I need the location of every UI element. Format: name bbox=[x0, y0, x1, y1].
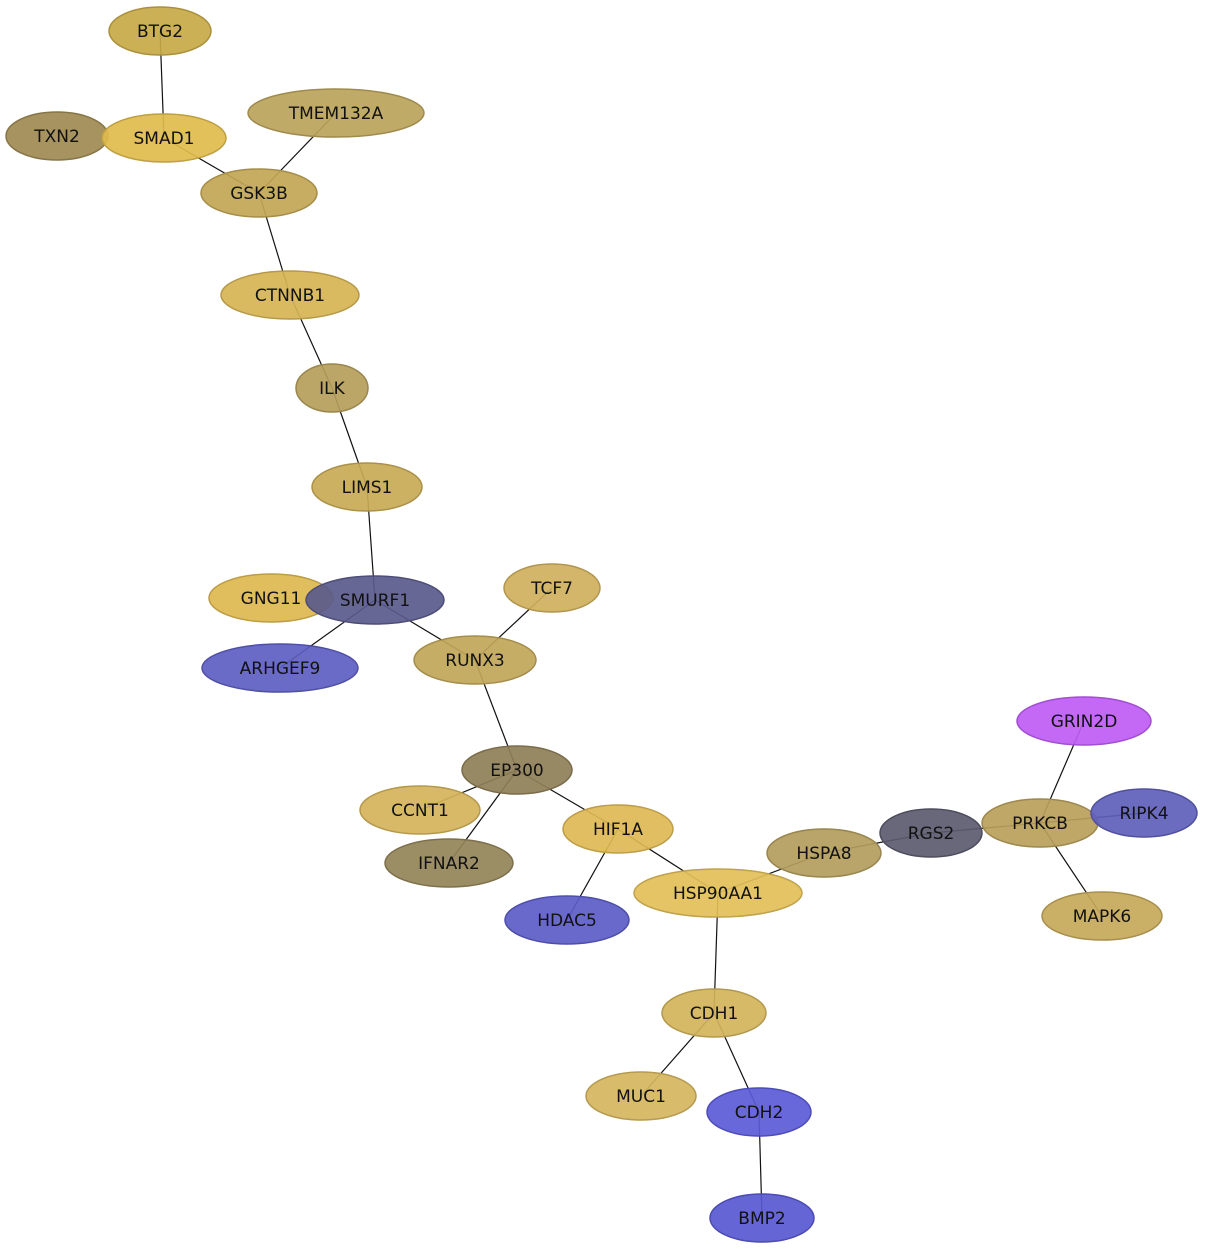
node-ellipse bbox=[247, 88, 425, 138]
node-txn2[interactable]: TXN2 bbox=[5, 111, 109, 161]
node-label: GNG11 bbox=[241, 589, 302, 609]
node-label: BTG2 bbox=[137, 22, 183, 42]
node-label: GSK3B bbox=[230, 184, 288, 204]
node-label: GRIN2D bbox=[1051, 712, 1118, 732]
node-cdh1[interactable]: CDH1 bbox=[661, 988, 767, 1038]
node-ifnar2[interactable]: IFNAR2 bbox=[384, 838, 514, 888]
node-ctnnb1[interactable]: CTNNB1 bbox=[220, 270, 360, 320]
node-hspa8[interactable]: HSPA8 bbox=[766, 828, 882, 878]
node-ilk[interactable]: ILK bbox=[295, 363, 369, 413]
node-label: CCNT1 bbox=[391, 801, 449, 821]
node-rgs2[interactable]: RGS2 bbox=[879, 808, 983, 858]
node-label: HIF1A bbox=[593, 820, 643, 840]
node-ellipse bbox=[220, 270, 360, 320]
node-ellipse bbox=[384, 838, 514, 888]
node-ellipse bbox=[311, 462, 423, 512]
node-ellipse bbox=[504, 895, 630, 945]
node-label: TCF7 bbox=[530, 579, 573, 599]
node-ellipse bbox=[709, 1193, 815, 1243]
node-smurf1[interactable]: SMURF1 bbox=[305, 575, 445, 625]
node-label: PRKCB bbox=[1012, 814, 1068, 834]
node-label: ILK bbox=[319, 379, 345, 399]
node-label: HDAC5 bbox=[537, 911, 597, 931]
node-label: LIMS1 bbox=[342, 478, 393, 498]
node-hsp90aa1[interactable]: HSP90AA1 bbox=[633, 868, 803, 918]
node-label: ARHGEF9 bbox=[240, 659, 321, 679]
node-label: RIPK4 bbox=[1119, 804, 1168, 824]
node-ellipse bbox=[461, 745, 573, 795]
node-arhgef9[interactable]: ARHGEF9 bbox=[201, 643, 359, 693]
node-label: MAPK6 bbox=[1073, 907, 1132, 927]
node-ellipse bbox=[305, 575, 445, 625]
node-label: BMP2 bbox=[738, 1209, 785, 1229]
node-label: RUNX3 bbox=[445, 651, 504, 671]
node-ellipse bbox=[766, 828, 882, 878]
edges-layer bbox=[159, 30, 1145, 1219]
node-gsk3b[interactable]: GSK3B bbox=[200, 168, 318, 218]
node-label: SMAD1 bbox=[134, 129, 195, 149]
node-label: TMEM132A bbox=[288, 104, 384, 124]
node-ellipse bbox=[879, 808, 983, 858]
node-label: SMURF1 bbox=[340, 591, 410, 611]
node-muc1[interactable]: MUC1 bbox=[585, 1071, 697, 1121]
node-tcf7[interactable]: TCF7 bbox=[503, 563, 601, 613]
node-label: CDH2 bbox=[735, 1103, 784, 1123]
node-label: RGS2 bbox=[908, 824, 955, 844]
node-bmp2[interactable]: BMP2 bbox=[709, 1193, 815, 1243]
node-label: TXN2 bbox=[33, 127, 80, 147]
node-label: MUC1 bbox=[616, 1087, 666, 1107]
node-ellipse bbox=[1016, 696, 1152, 746]
node-hif1a[interactable]: HIF1A bbox=[562, 804, 674, 854]
node-prkcb[interactable]: PRKCB bbox=[981, 798, 1099, 848]
node-hdac5[interactable]: HDAC5 bbox=[504, 895, 630, 945]
node-ellipse bbox=[661, 988, 767, 1038]
node-label: HSP90AA1 bbox=[673, 884, 763, 904]
node-label: EP300 bbox=[490, 761, 543, 781]
node-label: HSPA8 bbox=[796, 844, 851, 864]
node-btg2[interactable]: BTG2 bbox=[108, 6, 212, 56]
node-ep300[interactable]: EP300 bbox=[461, 745, 573, 795]
node-ellipse bbox=[633, 868, 803, 918]
node-tmem132a[interactable]: TMEM132A bbox=[247, 88, 425, 138]
node-smad1[interactable]: SMAD1 bbox=[101, 113, 227, 163]
node-ellipse bbox=[562, 804, 674, 854]
node-ellipse bbox=[706, 1087, 812, 1137]
node-ellipse bbox=[503, 563, 601, 613]
node-ellipse bbox=[101, 113, 227, 163]
node-ellipse bbox=[359, 785, 481, 835]
node-ellipse bbox=[108, 6, 212, 56]
node-ellipse bbox=[413, 635, 537, 685]
node-label: CDH1 bbox=[690, 1004, 739, 1024]
node-ellipse bbox=[295, 363, 369, 413]
node-ellipse bbox=[200, 168, 318, 218]
node-runx3[interactable]: RUNX3 bbox=[413, 635, 537, 685]
node-ellipse bbox=[1041, 891, 1163, 941]
node-ellipse bbox=[585, 1071, 697, 1121]
node-mapk6[interactable]: MAPK6 bbox=[1041, 891, 1163, 941]
node-label: CTNNB1 bbox=[255, 286, 325, 306]
node-ellipse bbox=[1090, 788, 1198, 838]
node-label: IFNAR2 bbox=[418, 854, 480, 874]
node-cdh2[interactable]: CDH2 bbox=[706, 1087, 812, 1137]
node-gng11[interactable]: GNG11 bbox=[208, 573, 334, 623]
node-lims1[interactable]: LIMS1 bbox=[311, 462, 423, 512]
node-grin2d[interactable]: GRIN2D bbox=[1016, 696, 1152, 746]
node-ccnt1[interactable]: CCNT1 bbox=[359, 785, 481, 835]
node-ellipse bbox=[201, 643, 359, 693]
node-ripk4[interactable]: RIPK4 bbox=[1090, 788, 1198, 838]
